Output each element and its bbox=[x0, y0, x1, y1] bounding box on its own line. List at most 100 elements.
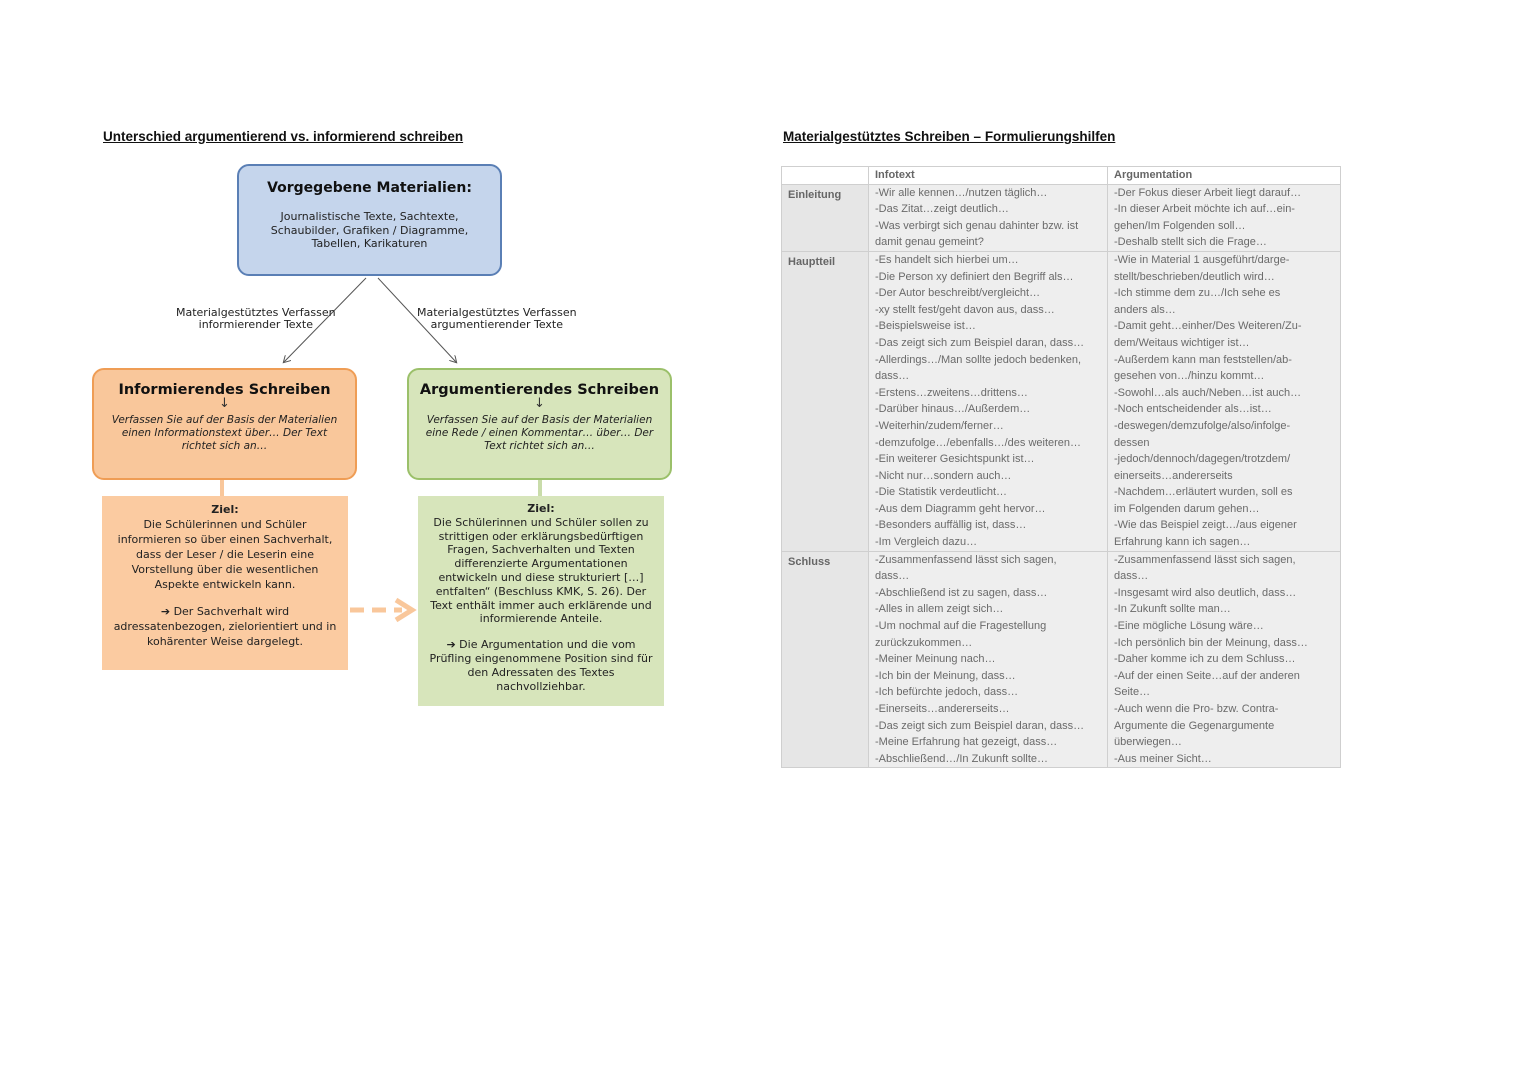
infotext-cell: -Wir alle kennen…/nutzen täglich…-Das Zi… bbox=[868, 183, 1108, 252]
argumentation-cell: -Wie in Material 1 ausgeführt/darge-stel… bbox=[1107, 250, 1341, 552]
phrase-line: -Wie in Material 1 ausgeführt/darge- bbox=[1114, 253, 1290, 266]
table-row: Hauptteil-Es handelt sich hierbei um…-Di… bbox=[781, 250, 1341, 552]
edge-label-arguing-line1: Materialgestütztes Verfassen bbox=[417, 306, 577, 319]
phrase-line: -Noch entscheidender als…ist… bbox=[1114, 403, 1272, 416]
phrase-line: im Folgenden darum gehen… bbox=[1114, 502, 1260, 515]
informing-goal-text: Die Schülerinnen und Schüler informieren… bbox=[117, 518, 333, 591]
phrase-line: -Ich bin der Meinung, dass… bbox=[875, 669, 1016, 682]
arguing-goal: Ziel: Die Schülerinnen und Schüler solle… bbox=[418, 496, 664, 706]
infotext-cell: -Zusammenfassend lässt sich sagen, dass… -… bbox=[868, 550, 1108, 769]
phrase-line: -Besonders auffällig ist, dass… bbox=[875, 519, 1027, 532]
phrase-line: -Es handelt sich hierbei um… bbox=[875, 253, 1019, 266]
phrase-line: -Aus dem Diagramm geht hervor… bbox=[875, 502, 1046, 515]
materials-title: Vorgegebene Materialien: bbox=[267, 180, 472, 196]
phrase-line: -Die Person xy definiert den Begriff als… bbox=[875, 270, 1074, 283]
down-arrow-icon: ↓ bbox=[219, 396, 230, 411]
phrase-line: -Deshalb stellt sich die Frage… bbox=[1114, 236, 1267, 249]
arguing-title: Argumentierendes Schreiben bbox=[419, 382, 660, 398]
phrase-line: -deswegen/demzufolge/also/infolge- bbox=[1114, 419, 1291, 432]
phrase-line: -Beispielsweise ist… bbox=[875, 320, 976, 333]
phrase-line: -Sowohl…als auch/Neben…ist auch… bbox=[1114, 386, 1302, 399]
column-header-infotext: Infotext bbox=[868, 166, 1108, 185]
table-header-row: Infotext Argumentation bbox=[781, 166, 1341, 185]
phrase-line: -Im Vergleich dazu… bbox=[875, 536, 978, 549]
phrase-line: -Wie das Beispiel zeigt…/aus eigener bbox=[1114, 519, 1297, 532]
arguing-box: Argumentierendes Schreiben ↓ Verfassen S… bbox=[407, 368, 672, 480]
informing-box: Informierendes Schreiben ↓ Verfassen Sie… bbox=[92, 368, 357, 480]
arrow-to-arguing bbox=[377, 277, 456, 362]
phrase-line: -Auch wenn die Pro- bzw. Contra- bbox=[1114, 703, 1279, 715]
arguing-goal-text: Die Schülerinnen und Schüler sollen zu s… bbox=[430, 515, 652, 626]
informing-title: Informierendes Schreiben bbox=[118, 382, 331, 398]
dashed-link-head bbox=[394, 597, 417, 623]
diagram-connectors bbox=[220, 277, 542, 623]
phrase-line: -Insgesamt wird also deutlich, dass… bbox=[1114, 586, 1297, 599]
phrase-line: -Aus meiner Sicht… bbox=[1114, 752, 1212, 765]
phrase-line: -Eine mögliche Lösung wäre… bbox=[1114, 620, 1264, 633]
phrase-line: -In Zukunft sollte man… bbox=[1114, 603, 1231, 616]
phrase-line: -Was verbirgt sich genau dahinter bzw. i… bbox=[875, 219, 1079, 232]
phrase-line: -Ich stimme dem zu…/Ich sehe es bbox=[1114, 287, 1281, 300]
edge-label-arguing-line2: argumentierender Texte bbox=[430, 318, 564, 331]
phrase-line: dass… bbox=[875, 570, 910, 583]
down-arrow-icon: ↓ bbox=[534, 396, 545, 411]
materials-box: Vorgegebene Materialien: Journalistische… bbox=[237, 164, 502, 276]
phrase-line: -Ein weiterer Gesichtspunkt ist… bbox=[875, 453, 1035, 466]
phrase-line: -Ich befürchte jedoch, dass… bbox=[875, 686, 1019, 699]
phrase-line: dass… bbox=[1114, 570, 1149, 583]
phrase-line: -Einerseits…andererseits… bbox=[875, 703, 1010, 715]
phrase-line: -Das zeigt sich zum Beispiel daran, dass… bbox=[875, 719, 1085, 732]
phrase-line: Argumente die Gegenargumente bbox=[1114, 719, 1275, 732]
phrase-line: -Abschließend ist zu sagen, dass… bbox=[875, 586, 1048, 599]
table-heading: Materialgestütztes Schreiben – Formulier… bbox=[783, 129, 1116, 144]
phrase-line: -Erstens…zweitens…drittens… bbox=[875, 386, 1028, 399]
phrase-line: -In dieser Arbeit möchte ich auf…ein- bbox=[1114, 203, 1295, 216]
informing-goal: Ziel: Die Schülerinnen und Schüler infor… bbox=[102, 496, 348, 670]
phrase-line: zurückzukommen… bbox=[875, 636, 973, 649]
phrase-line: -Der Fokus dieser Arbeit liegt darauf… bbox=[1114, 186, 1302, 199]
phrase-line: -Nachdem…erläutert wurden, soll es bbox=[1114, 486, 1293, 499]
phrase-line: -Um nochmal auf die Fragestellung bbox=[875, 620, 1047, 633]
phrase-line: -Das Zitat…zeigt deutlich… bbox=[875, 203, 1009, 216]
phrase-line: Seite… bbox=[1114, 686, 1151, 699]
phrase-line: -Damit geht…einher/Des Weiteren/Zu- bbox=[1114, 320, 1302, 333]
phrase-line: -Abschließend…/In Zukunft sollte… bbox=[875, 752, 1049, 765]
info-stem bbox=[220, 480, 224, 496]
phrase-line: dem/Weitaus wichtiger ist… bbox=[1114, 336, 1250, 349]
phrase-line: anders als… bbox=[1114, 303, 1176, 316]
phrase-line: -Ich persönlich bin der Meinung, dass… bbox=[1114, 636, 1308, 649]
phrase-line: damit genau gemeint? bbox=[875, 236, 984, 249]
informing-goal-result: ➔ Der Sachverhalt wird adressatenbezogen… bbox=[113, 605, 337, 648]
edge-label-arguing: Materialgestütztes Verfassen argumentier… bbox=[417, 307, 577, 331]
column-header-blank bbox=[781, 166, 869, 185]
column-header-argumentation: Argumentation bbox=[1107, 166, 1341, 185]
phrase-line: -Meine Erfahrung hat gezeigt, dass… bbox=[875, 736, 1058, 749]
phrase-line: einerseits…andererseits bbox=[1114, 469, 1233, 482]
section-label: Schluss bbox=[781, 550, 869, 769]
phrase-line: -Auf der einen Seite…auf der anderen bbox=[1114, 669, 1300, 682]
phrase-line: -Das zeigt sich zum Beispiel daran, dass… bbox=[875, 336, 1085, 349]
phrase-line: -Zusammenfassend lässt sich sagen, bbox=[1114, 553, 1296, 566]
phrase-line: -Nicht nur…sondern auch… bbox=[875, 469, 1012, 482]
phrase-line: dass… bbox=[875, 370, 910, 383]
phrase-line: Erfahrung kann ich sagen… bbox=[1114, 536, 1251, 549]
diagram-heading: Unterschied argumentierend vs. informier… bbox=[103, 129, 464, 144]
materials-text: Journalistische Texte, Sachtexte, Schaub… bbox=[270, 210, 469, 250]
section-label: Einleitung bbox=[781, 183, 869, 252]
arguing-goal-label: Ziel: bbox=[527, 502, 555, 515]
phrase-line: -Zusammenfassend lässt sich sagen, bbox=[875, 553, 1057, 566]
phrase-line: gesehen von…/hinzu kommt… bbox=[1114, 370, 1265, 383]
phrase-line: dessen bbox=[1114, 436, 1150, 449]
phrase-line: -jedoch/dennoch/dagegen/trotzdem/ bbox=[1114, 453, 1291, 466]
phrase-line: -Meiner Meinung nach… bbox=[875, 653, 996, 666]
edge-label-informing: Materialgestütztes Verfassen informieren… bbox=[176, 307, 336, 331]
table-body: Einleitung-Wir alle kennen…/nutzen tägli… bbox=[781, 183, 1341, 769]
edge-label-informing-line1: Materialgestütztes Verfassen bbox=[176, 306, 336, 319]
phrasing-table: Infotext Argumentation Einleitung-Wir al… bbox=[781, 166, 1341, 769]
arguing-goal-result: ➔ Die Argumentation und die vom Prüfling… bbox=[429, 638, 653, 693]
phrase-line: -Außerdem kann man feststellen/ab- bbox=[1114, 353, 1292, 366]
infotext-cell: -Es handelt sich hierbei um… -Die Person … bbox=[868, 250, 1108, 552]
argumentation-cell: -Der Fokus dieser Arbeit liegt darauf… -I… bbox=[1107, 183, 1341, 252]
arrow-to-informing bbox=[284, 277, 367, 362]
arg-stem bbox=[538, 480, 542, 496]
